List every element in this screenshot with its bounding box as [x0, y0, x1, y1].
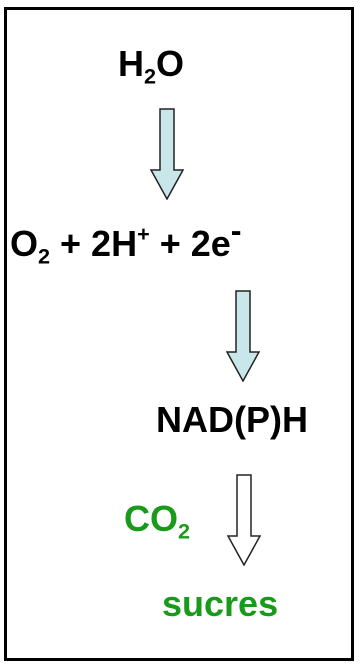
oxygen-base: O [10, 223, 39, 264]
co2-label: CO2 [124, 498, 190, 542]
water-base: H [118, 43, 144, 84]
electron-term: + 2e [149, 223, 231, 264]
nadph-label: NAD(P)H [156, 399, 308, 440]
arrow-nadph-to-sugars-icon [227, 474, 261, 566]
arrow-shape [227, 474, 261, 566]
diagram-frame [4, 7, 354, 661]
water-subscript: 2 [144, 63, 157, 89]
arrow-water-to-split-icon [150, 108, 184, 200]
water-split-products: O2 + 2H+ + 2e- [10, 214, 242, 267]
arrow-shape [226, 290, 260, 382]
proton-term: + 2H [50, 223, 138, 264]
co2-subscript: 2 [178, 518, 191, 544]
arrow-shape [150, 108, 184, 200]
water-tail: O [156, 43, 185, 84]
co2-base: CO [124, 498, 178, 539]
electron-charge: - [230, 212, 242, 249]
oxygen-subscript: 2 [38, 243, 51, 269]
water-label: H2O [118, 43, 185, 87]
arrow-split-to-nadph-icon [226, 290, 260, 382]
proton-charge: + [137, 220, 150, 246]
sugars-label: sucres [162, 583, 279, 624]
